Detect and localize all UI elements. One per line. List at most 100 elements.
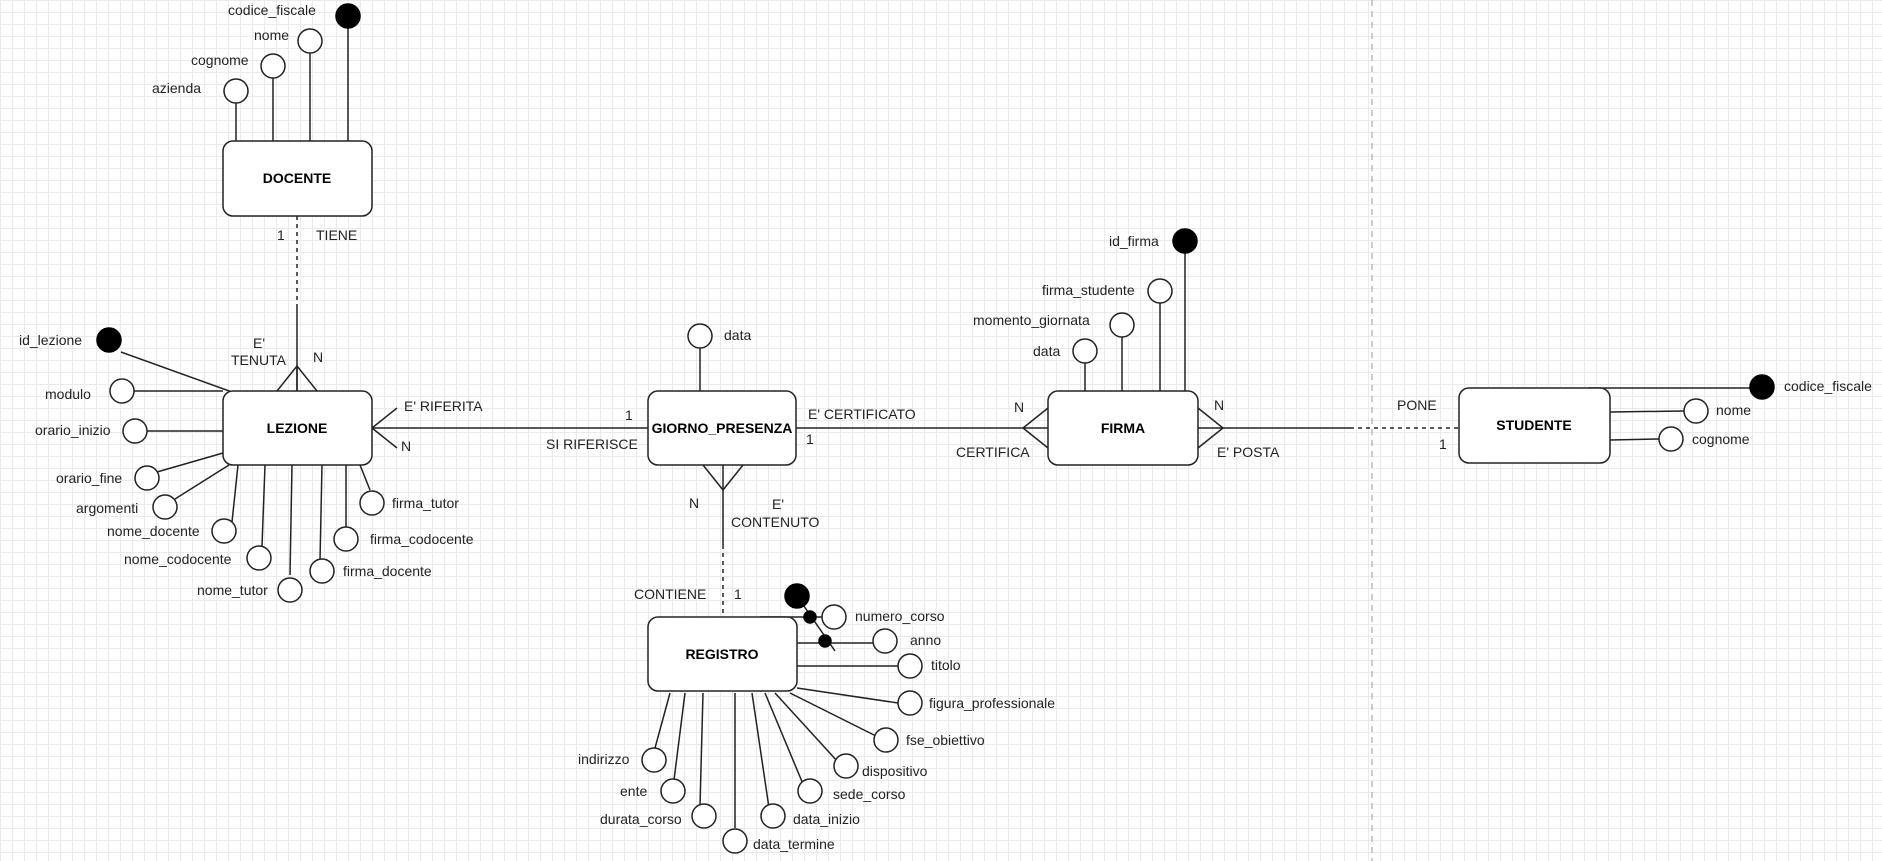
relationship-label[interactable]: CERTIFICA [956,444,1030,460]
attribute-label[interactable]: data_inizio [793,811,860,827]
attribute-marker[interactable] [1147,278,1173,304]
attribute-marker[interactable] [821,604,847,630]
attribute-label[interactable]: firma_studente [1042,282,1135,298]
attribute-label[interactable]: nome [254,27,289,43]
attribute-label[interactable]: firma_codocente [370,531,474,547]
attribute-label[interactable]: momento_giornata [973,312,1090,328]
key-attribute-marker[interactable] [335,3,361,29]
relationship-label[interactable]: E' CERTIFICATO [808,406,916,422]
lezione-attributes: id_lezione modulo orario_inizio orario_f… [19,327,474,603]
attribute-label[interactable]: codice_fiscale [228,2,316,18]
attribute-marker[interactable] [1109,312,1135,338]
attribute-label[interactable]: id_firma [1109,233,1159,249]
key-attribute-marker[interactable] [1172,228,1198,254]
attribute-marker[interactable] [872,628,898,654]
attribute-label[interactable]: fse_obiettivo [906,732,985,748]
attribute-marker[interactable] [359,490,385,516]
attribute-label[interactable]: nome_tutor [197,582,268,598]
attribute-marker[interactable] [687,323,713,349]
cardinality: N [313,349,323,365]
relationship-label[interactable]: TENUTA [231,352,287,368]
attribute-label[interactable]: sede_corso [833,786,906,802]
attribute-marker[interactable] [134,465,160,491]
attribute-marker[interactable] [211,518,237,544]
entity-registro[interactable]: REGISTRO [647,616,798,692]
attribute-label[interactable]: figura_professionale [929,695,1055,711]
attribute-marker[interactable] [833,753,859,779]
attribute-label[interactable]: ente [620,783,647,799]
relationship-label[interactable]: E' RIFERITA [404,398,483,414]
attribute-label[interactable]: dispositivo [862,763,928,779]
relationship-label[interactable]: TIENE [316,227,357,243]
entity-lezione[interactable]: LEZIONE [222,390,373,466]
attribute-marker[interactable] [897,690,923,716]
attribute-label[interactable]: azienda [152,80,201,96]
firma-attributes: id_firma firma_studente momento_giornata… [973,228,1198,391]
attribute-label[interactable]: numero_corso [855,608,945,624]
relationship-label[interactable]: SI RIFERISCE [546,436,638,452]
attribute-marker[interactable] [1683,398,1709,424]
key-attribute-marker[interactable] [784,583,810,609]
attribute-marker[interactable] [260,53,286,79]
attribute-label[interactable]: nome_docente [107,523,200,539]
relationship-label[interactable]: E' [253,335,265,351]
key-attribute-marker[interactable] [96,327,122,353]
key-junction-dot [803,610,817,624]
entity-firma[interactable]: FIRMA [1047,390,1199,466]
attribute-marker[interactable] [1072,338,1098,364]
attribute-marker[interactable] [760,803,786,829]
relationship-label[interactable]: E' POSTA [1217,444,1280,460]
attribute-marker[interactable] [333,526,359,552]
attribute-label[interactable]: id_lezione [19,332,82,348]
entity-label: DOCENTE [263,170,331,186]
attribute-label[interactable]: data [1033,343,1060,359]
attribute-label[interactable]: cognome [191,52,249,68]
attribute-label[interactable]: nome_codocente [124,551,232,567]
registro-attributes: numero_corso anno titolo figura_professi… [578,583,1055,854]
attribute-marker[interactable] [691,803,717,829]
attribute-marker[interactable] [223,78,249,104]
attribute-marker[interactable] [641,747,667,773]
attribute-marker[interactable] [122,418,148,444]
attribute-label[interactable]: argomenti [76,500,138,516]
attribute-marker[interactable] [109,378,135,404]
attribute-label[interactable]: firma_docente [343,563,432,579]
relationship-label[interactable]: E' [772,496,784,512]
attribute-marker[interactable] [277,577,303,603]
attribute-marker[interactable] [1658,426,1684,452]
attribute-label[interactable]: orario_inizio [35,422,111,438]
entity-docente[interactable]: DOCENTE [222,140,373,217]
attribute-label[interactable]: codice_fiscale [1784,378,1872,394]
attribute-marker[interactable] [309,558,335,584]
attribute-label[interactable]: firma_tutor [392,495,459,511]
attribute-marker[interactable] [152,494,178,520]
attribute-label[interactable]: nome [1716,402,1751,418]
key-attribute-marker[interactable] [1749,374,1775,400]
attribute-label[interactable]: cognome [1692,431,1750,447]
relationship-giorno-firma: E' CERTIFICATO 1 N CERTIFICA [796,399,1049,460]
attribute-label[interactable]: indirizzo [578,751,630,767]
cardinality: N [1014,399,1024,415]
attribute-marker[interactable] [873,727,899,753]
attribute-marker[interactable] [246,545,272,571]
attribute-label[interactable]: data [724,327,751,343]
entity-studente[interactable]: STUDENTE [1458,387,1611,464]
attribute-label[interactable]: durata_corso [600,811,682,827]
attribute-label[interactable]: modulo [45,386,91,402]
attribute-label[interactable]: titolo [931,657,961,673]
attribute-marker[interactable] [897,653,923,679]
entity-giorno-presenza[interactable]: GIORNO_PRESENZA [647,390,797,466]
attribute-label[interactable]: anno [910,632,941,648]
relationship-label[interactable]: CONTENUTO [731,514,820,530]
entity-label: FIRMA [1101,420,1145,436]
attribute-marker[interactable] [797,778,823,804]
attribute-marker[interactable] [660,778,686,804]
relationship-label[interactable]: PONE [1397,397,1437,413]
attribute-label[interactable]: orario_fine [56,470,122,486]
relationship-label[interactable]: CONTIENE [634,586,706,602]
attribute-marker[interactable] [722,828,748,854]
attribute-marker[interactable] [297,28,323,54]
giorno-presenza-attributes: data [687,323,751,391]
attribute-label[interactable]: data_termine [753,836,835,852]
